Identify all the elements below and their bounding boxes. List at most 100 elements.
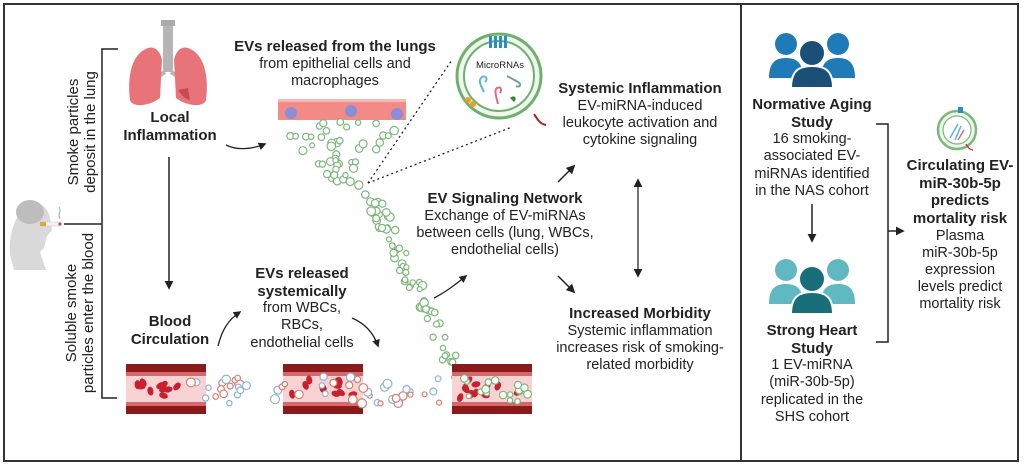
systemic-ev-particle xyxy=(201,394,210,402)
smoking-person-icon xyxy=(9,200,62,270)
nas-desc: miRNAs identified xyxy=(754,165,870,182)
ev-particle xyxy=(395,244,404,253)
red-blood-cell xyxy=(173,382,181,391)
result-desc: expression xyxy=(924,261,996,278)
systemic-inflammation-desc: EV-miRNA-induced xyxy=(577,97,703,114)
systemic-ev-particle xyxy=(236,386,245,395)
ev-particle xyxy=(465,393,472,400)
systemic-ev-particle xyxy=(221,374,231,385)
evs-lungs-label: EVs released from the lungs from epithel… xyxy=(222,38,448,90)
systemic-ev-particle xyxy=(436,399,443,406)
ev-particle xyxy=(335,136,344,145)
ev-particle xyxy=(307,133,315,141)
systemic-inflammation-label: Systemic Inflammation EV-miRNA-induced l… xyxy=(550,80,730,149)
ev-particle xyxy=(451,351,460,360)
arrow-to-ev-signaling xyxy=(433,275,468,299)
arrow-to-lung-evs xyxy=(225,142,267,150)
ev-particle xyxy=(309,142,316,149)
local-inflammation-title: Local xyxy=(150,109,190,126)
ev-particle xyxy=(520,383,529,393)
ev-particle xyxy=(330,171,339,180)
systemic-ev-particle xyxy=(377,400,384,407)
ev-particle xyxy=(375,138,385,147)
systemic-ev-particle xyxy=(219,389,229,399)
ev-particle xyxy=(348,163,359,173)
red-blood-cell xyxy=(147,386,154,396)
systemic-inflammation-desc: leukocyte activation and xyxy=(562,114,718,131)
ev-particle xyxy=(423,314,432,323)
ev-particle xyxy=(432,320,441,328)
shs-desc: SHS cohort xyxy=(774,408,850,425)
side-label-line: particles enter the blood xyxy=(80,232,98,394)
ev-particle xyxy=(385,236,393,243)
ev-particle xyxy=(429,333,437,341)
ev-particle xyxy=(360,190,370,199)
ev-particle xyxy=(441,333,449,341)
nas-title: Study xyxy=(791,113,833,131)
ev-particle xyxy=(389,248,398,258)
ev-particle xyxy=(372,214,381,223)
ev-particle xyxy=(506,397,514,404)
shs-title: Study xyxy=(791,339,833,357)
ev-particle xyxy=(319,118,328,128)
systemic-ev-particle xyxy=(281,380,289,388)
ev-particle xyxy=(405,284,413,292)
systemic-ev-particle xyxy=(429,387,438,396)
evs-lungs-desc: macrophages xyxy=(291,72,379,89)
systemic-ev-particle xyxy=(407,391,414,398)
increased-morbidity-desc: increases risk of smoking- xyxy=(556,339,724,356)
local-inflammation-label: Local Inflammation xyxy=(118,109,222,144)
ev-particle xyxy=(345,176,355,187)
increased-morbidity-label: Increased Morbidity Systemic inflammatio… xyxy=(540,305,740,374)
result-desc: Plasma xyxy=(935,227,985,244)
figure-frame xyxy=(3,3,1019,462)
ev-particle xyxy=(366,206,377,217)
red-blood-cell xyxy=(159,380,168,389)
ev-particle xyxy=(403,250,410,257)
ev-particle xyxy=(322,126,331,135)
systemic-ev-particle xyxy=(234,374,242,382)
evs-systemic-title: systemically xyxy=(257,282,347,300)
ev-particle xyxy=(514,398,521,405)
red-blood-cell xyxy=(461,385,470,394)
systemic-ev-particle xyxy=(421,391,428,398)
evs-lungs-title: EVs released from the lungs xyxy=(234,38,436,55)
nas-desc: in the NAS cohort xyxy=(755,182,869,199)
red-blood-cell xyxy=(472,388,479,398)
systemic-ev-particle xyxy=(329,378,338,387)
ev-particle xyxy=(381,207,391,217)
ev-particle xyxy=(378,199,387,208)
ev-particle xyxy=(416,286,423,293)
increased-morbidity-desc: Systemic inflammation xyxy=(567,322,713,339)
systemic-ev-particle xyxy=(294,389,304,400)
ev-particle xyxy=(372,145,381,154)
arrow-blood-to-systemic-evs xyxy=(217,311,242,347)
ev-particle xyxy=(390,225,400,235)
systemic-ev-particle xyxy=(402,385,411,394)
ev-particle xyxy=(430,308,439,317)
zoom-lines xyxy=(367,59,513,184)
increased-morbidity-title: Increased Morbidity xyxy=(569,305,711,322)
panel-divider xyxy=(740,3,742,462)
ev-particle xyxy=(354,180,364,190)
microrna-vesicle-icon xyxy=(455,32,547,126)
systemic-inflammation-desc: cytokine signaling xyxy=(582,131,698,148)
local-inflammation-title: Inflammation xyxy=(123,126,217,144)
ev-signaling-desc: Exchange of EV-miRNAs xyxy=(424,207,586,224)
ev-particle xyxy=(401,276,409,284)
systemic-ev-particle xyxy=(205,384,212,392)
arrow-signaling-to-inflammation xyxy=(557,164,576,183)
evs-systemic-desc: from WBCs, xyxy=(262,300,342,317)
nas-desc: associated EV- xyxy=(763,148,861,165)
systemic-ev-particle xyxy=(358,383,369,393)
micrornas-label: MicroRNAs xyxy=(475,60,525,71)
systemic-ev-particle xyxy=(391,393,401,403)
red-blood-cell xyxy=(302,381,309,390)
systemic-ev-particle xyxy=(241,381,251,391)
side-label-line: Smoke particles xyxy=(65,78,82,186)
ev-particle xyxy=(484,378,493,386)
ev-particle xyxy=(354,119,362,126)
nas-desc: 16 smoking- xyxy=(772,131,852,148)
systemic-ev-particle xyxy=(269,394,281,405)
